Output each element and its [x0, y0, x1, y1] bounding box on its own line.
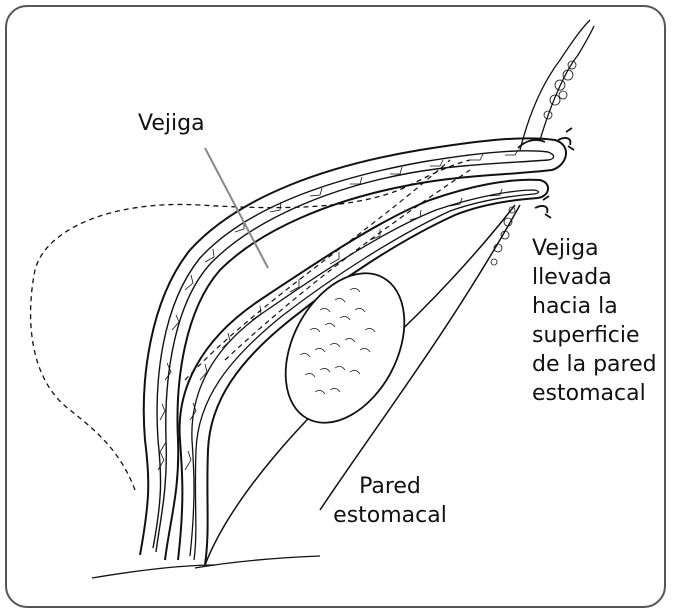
- label-vejiga: Vejiga: [138, 110, 205, 138]
- label-right-line-6: estomacal: [532, 379, 657, 408]
- label-right-line-2: llevada: [532, 263, 657, 292]
- floor-right-line: [195, 556, 320, 568]
- skin-tube-right: [540, 26, 594, 140]
- label-right-line-4: superficie: [532, 321, 657, 350]
- label-right-line-3: hacia la: [532, 292, 657, 321]
- label-pared-line1: Pared: [330, 472, 450, 501]
- label-right-line-1: Vejiga: [532, 234, 657, 263]
- label-right-line-5: de la pared: [532, 350, 657, 379]
- label-vejiga-llevada: Vejiga llevada hacia la superficie de la…: [532, 234, 657, 408]
- ground-line: [92, 565, 215, 578]
- label-pared-line2: estomacal: [330, 501, 450, 530]
- label-pared-estomacal: Pared estomacal: [330, 472, 450, 530]
